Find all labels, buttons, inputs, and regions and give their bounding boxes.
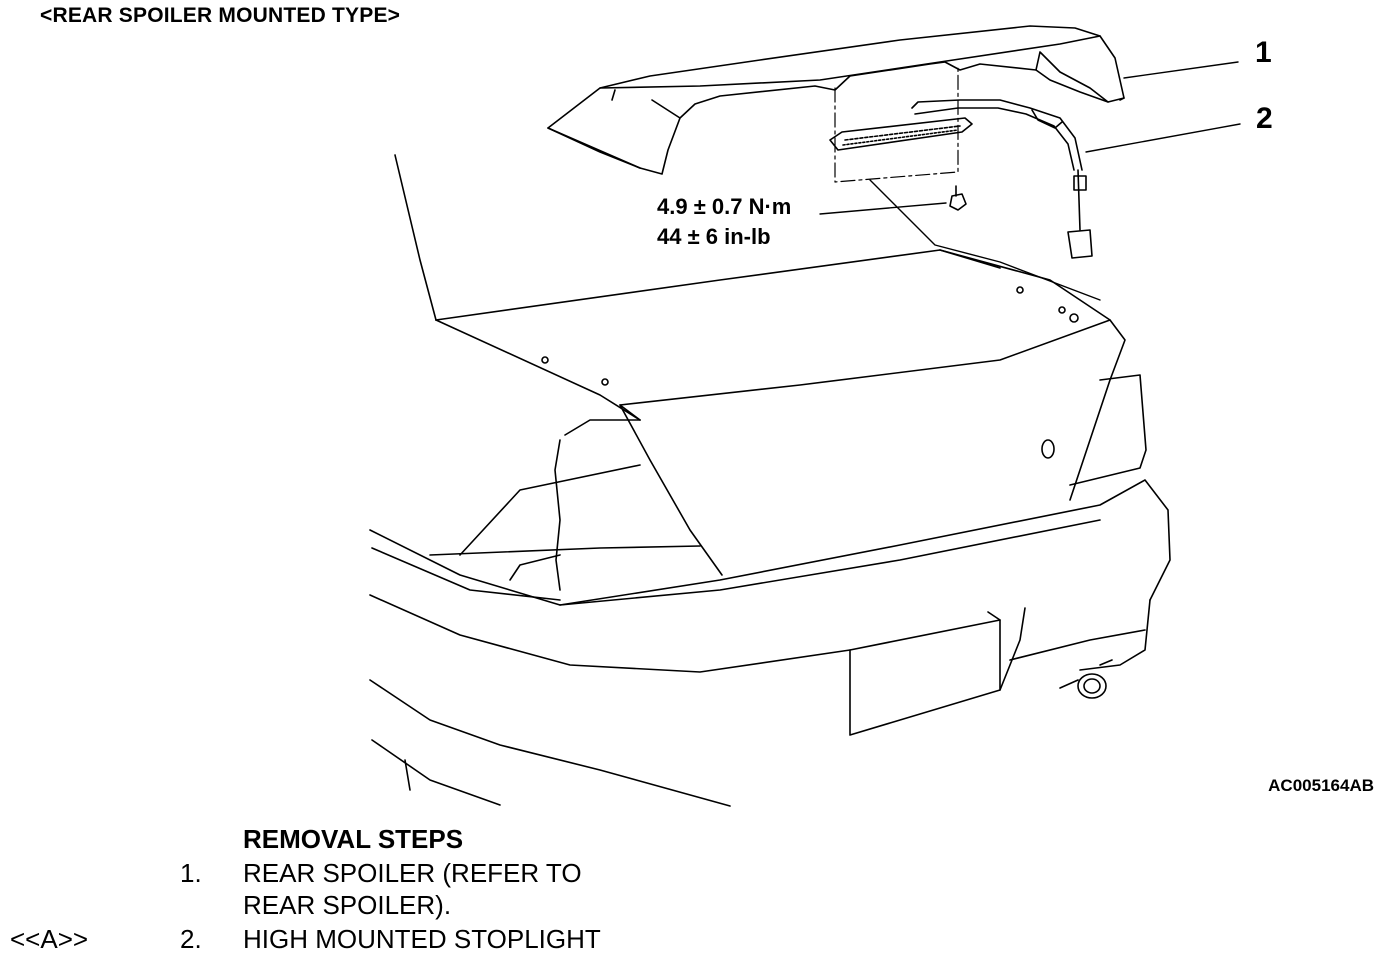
step-text: REAR SPOILER). [243,890,452,920]
step-row: <<A>> 2. HIGH MOUNTED STOPLIGHT [0,924,900,956]
step-row: 1. REAR SPOILER (REFER TO [0,858,900,890]
step-text: REAR SPOILER (REFER TO [243,858,582,888]
torque-spec: 4.9 ± 0.7 N·m 44 ± 6 in-lb [657,192,791,252]
torque-metric: 4.9 ± 0.7 N·m [657,194,792,219]
step-text: HIGH MOUNTED STOPLIGHT [243,924,601,954]
step-number: 1. [180,858,202,888]
step-number: 2. [180,924,202,954]
step-reference: <<A>> [10,924,89,954]
callout-2: 2 [1256,102,1273,135]
stoplight-drawing [829,67,1093,259]
leader-lines [819,61,1241,301]
torque-imperial: 44 ± 6 in-lb [657,224,771,249]
removal-steps-heading: REMOVAL STEPS [243,824,464,854]
car-body-drawing [369,154,1171,807]
rear-spoiler-drawing [547,25,1125,175]
figure-id: AC005164AB [1268,776,1374,795]
page-title: <REAR SPOILER MOUNTED TYPE> [40,4,401,27]
step-row-continued: REAR SPOILER). [0,890,900,922]
callout-1: 1 [1255,36,1272,69]
exploded-view-illustration [369,25,1241,807]
